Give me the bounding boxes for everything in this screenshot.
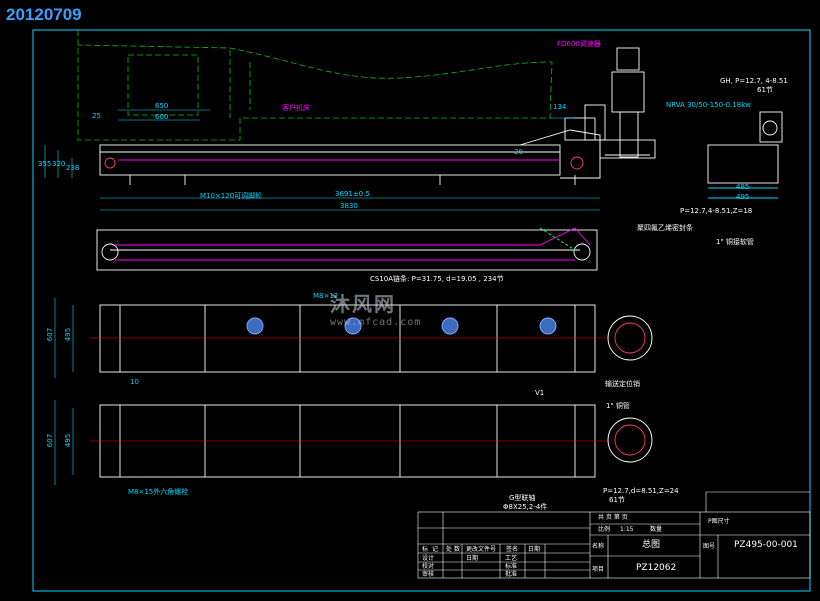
tb-serial-label: P图尺寸 [708,518,730,525]
tb-scale-label: 比例 [598,526,611,533]
tb-col-appr: 批准 [505,571,518,578]
tb-rev-h2: 处 [446,546,453,553]
end-view [707,111,783,199]
tb-rev-h5: 签名 [506,546,519,553]
tv2-dim-495: 495 [64,433,73,448]
tb-stage-marks: 共 页 第 页 [598,514,628,521]
chain-spec: CS10A链条: P=31.75, d=19.05 , 234节 [370,275,504,283]
tb-col-proc: 工艺 [505,555,518,562]
bolt-label: M10×120可调脚轮 [200,192,263,200]
tv2-pipe-label: 1" 铜管 [606,402,630,410]
dim-3830: 3830 [340,202,358,210]
dim-495: 495 [736,193,750,201]
tv1-dim-607: 607 [46,327,55,342]
tb-rev-h3: 数 [454,546,461,553]
dim-320: 320 [52,160,66,168]
tv2-coupling-label: G型联轴 [509,494,536,502]
top-view-1 [90,304,653,373]
tb-drawing-name: 总图 [642,540,661,550]
top-view-2-dimensions [54,400,74,485]
side-view-conveyor [99,47,656,185]
tb-col-date: 日期 [466,555,479,562]
side-view-dimensions [44,109,600,211]
watermark-url: www.mfcad.com [330,317,422,328]
dim-600: 600 [155,113,169,121]
tv2-chain-sub: 61节 [609,496,625,504]
tb-rev-h6: 日期 [528,546,541,553]
seal-label: 聚四氟乙烯密封条 [637,224,693,232]
reducer-label: GH, P=12.7, 4-8.51 [720,77,788,85]
dim-25: 25 [92,112,101,120]
top-view-1-dimensions [54,298,74,378]
tb-rev-h0: 标 [422,546,429,553]
dim-355: 355 [38,160,52,168]
dim-485: 485 [736,183,750,191]
tb-project-label: 项目 [592,566,605,573]
tb-rev-h4: 更改文件号 [466,546,497,553]
watermark: 沐风网 www.mfcad.com [330,288,421,328]
title-block-frame [417,491,811,579]
tb-rev-h1: 记 [432,546,439,553]
top-view-2 [90,404,653,478]
tb-role-check: 校对 [422,563,435,570]
tb-role-review: 审核 [422,571,435,578]
motor-label: FD600调速器 [557,40,601,48]
dim-3691: 3691±0.5 [335,190,370,198]
reducer-model: NRVA 30/50-150-0.18kw [666,101,752,109]
tb-series-label: 数量 [650,526,663,533]
tb-role-design: 设计 [422,555,435,562]
tb-name-label: 名称 [592,543,605,550]
tv1-sprocket-label: 输送定位销 [605,380,640,388]
chain-sprocket-label: P=12.7,4-8.51,Z=18 [680,207,753,215]
tv2-chain-label: P=12.7,d=8.51,Z=24 [603,487,679,495]
tb-drawing-no: PZ495-00-001 [734,540,798,550]
dim-238: 238 [66,164,80,172]
tb-drawing-no-label: 图号 [703,543,716,550]
tb-col-std: 标准 [505,563,518,570]
reducer-sub: 61节 [757,86,773,94]
chain-view [96,227,598,271]
drawing-border [32,29,811,592]
tv1-dim-10: 10 [130,378,139,386]
watermark-brand: 沐风网 [330,292,396,316]
tv2-vent-label: V1 [535,389,545,397]
customer-machine-label: 客户机床 [282,104,310,112]
tv1-bolt-label: M8×12 [313,292,339,300]
pipe-label: 1" 铜接软管 [716,238,754,246]
dim-650: 650 [155,102,169,110]
drawing-date: 20120709 [6,5,82,24]
dim-134: 134 [553,103,567,111]
tv2-dim-607: 607 [46,433,55,448]
tv2-coupling-sub: Φ8X25,2-4件 [503,503,548,511]
tv2-bolt-label: M8×15外六角螺栓 [128,488,189,496]
dim-20: 20 [514,148,523,156]
tb-scale: 1:15 [620,526,634,533]
customer-machine-outline [77,30,553,141]
tb-project: PZ12062 [636,563,677,573]
tv1-dim-495: 495 [64,327,73,342]
